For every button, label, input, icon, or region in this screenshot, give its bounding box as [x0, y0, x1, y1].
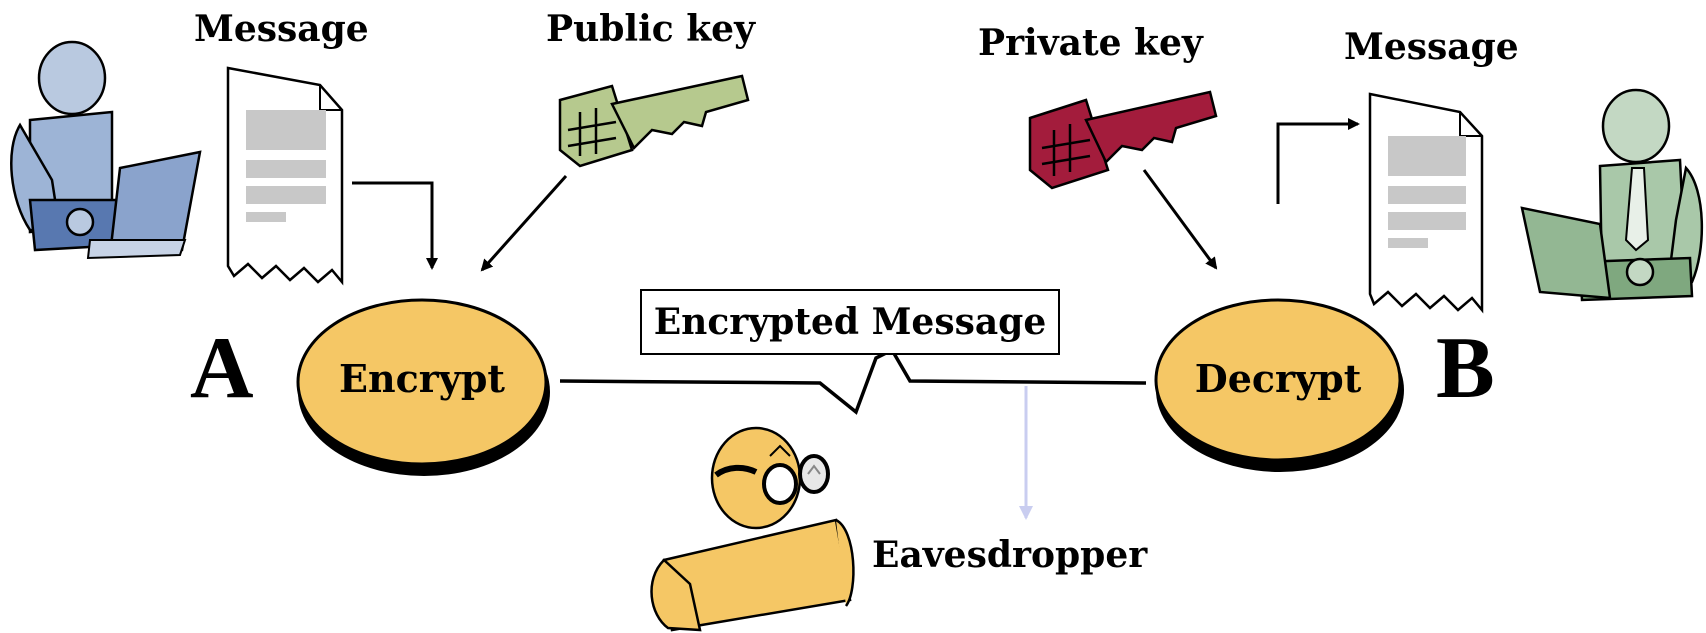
private-key-icon [1028, 90, 1218, 190]
transmission-line [559, 347, 1147, 415]
public-key-arrow [480, 175, 568, 272]
user-b-icon [1520, 88, 1704, 302]
encrypted-message-box: Encrypted Message [640, 289, 1060, 355]
public-key-icon [558, 74, 750, 168]
party-a-label: A [190, 320, 254, 417]
private-key-arrow [1142, 169, 1218, 270]
encrypted-message-label: Encrypted Message [653, 301, 1047, 343]
decrypt-label: Decrypt [1194, 356, 1362, 401]
decrypt-disk [1154, 298, 1404, 472]
encrypt-label: Encrypt [339, 356, 505, 401]
user-a-icon [10, 40, 202, 260]
message-b-label: Message [1344, 26, 1519, 68]
private-key-label: Private key [978, 22, 1203, 64]
eavesdropper-icon [650, 426, 855, 632]
eavesdropper-label: Eavesdropper [872, 534, 1148, 576]
document-icon-b [1368, 92, 1484, 314]
encrypt-disk [296, 298, 550, 476]
public-key-label: Public key [546, 8, 755, 50]
message-a-label: Message [194, 8, 369, 50]
document-icon-a [226, 66, 344, 286]
party-b-label: B [1436, 320, 1495, 417]
message-b-arrow [1276, 118, 1360, 204]
message-a-arrow [352, 181, 438, 270]
